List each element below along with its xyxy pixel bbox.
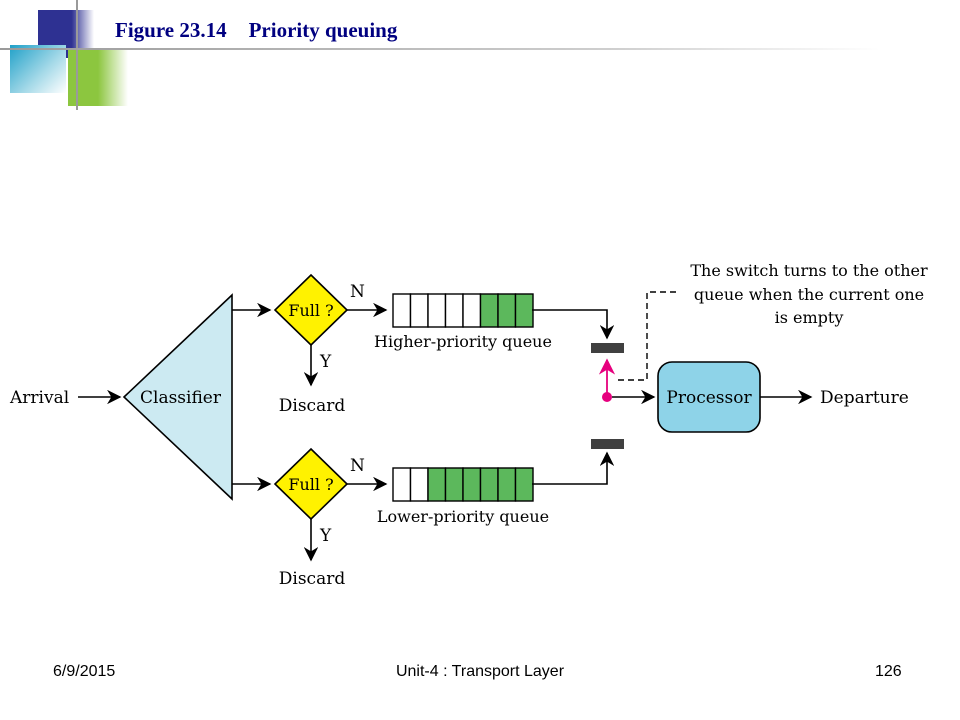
yes-high-label: Y — [319, 352, 332, 372]
note-line-2: queue when the current one — [694, 285, 924, 304]
queue-slot — [497, 467, 517, 502]
footer-title: Unit-4 : Transport Layer — [395, 663, 565, 680]
queue-slot — [514, 293, 534, 328]
lower-queue-label: Lower-priority queue — [377, 507, 549, 526]
discard-high-label: Discard — [279, 396, 346, 416]
departure-label: Departure — [820, 388, 909, 408]
no-low-label: N — [350, 456, 365, 476]
decor-vertical-line — [76, 0, 78, 110]
lower-priority-queue — [392, 467, 534, 502]
classifier-label: Classifier — [140, 388, 222, 408]
processor-label: Processor — [666, 388, 752, 408]
footer-page-number: 126 — [875, 663, 902, 680]
page-title: Figure 23.14 Priority queuing — [115, 18, 397, 43]
no-high-label: N — [350, 282, 365, 302]
note-line-3: is empty — [775, 308, 844, 327]
note-leader-line — [618, 291, 680, 381]
footer-date: 6/9/2015 — [53, 663, 116, 680]
queue-slot — [427, 293, 447, 328]
classifier-shape — [122, 293, 233, 501]
queue-slot — [462, 467, 482, 502]
queue-slot — [479, 293, 499, 328]
queue-slot — [392, 467, 412, 502]
low-switch-contact — [591, 439, 624, 449]
queue-slot — [392, 293, 412, 328]
queue-slot — [462, 293, 482, 328]
queue-slot — [479, 467, 499, 502]
queue-slot — [409, 293, 429, 328]
higher-queue-label: Higher-priority queue — [374, 332, 552, 351]
discard-low-label: Discard — [279, 569, 346, 589]
decor-teal-square — [10, 45, 66, 93]
full-check-high-label: Full ? — [288, 301, 333, 320]
figure-number: Figure 23.14 — [115, 18, 227, 42]
queue-slot — [427, 467, 447, 502]
low-queue-output-arrow — [532, 451, 615, 485]
arrival-label: Arrival — [9, 388, 69, 408]
queue-slot — [444, 467, 464, 502]
high-switch-contact — [591, 343, 624, 353]
queue-slot — [497, 293, 517, 328]
high-queue-output-arrow — [532, 309, 615, 340]
yes-low-label: Y — [319, 526, 332, 546]
queue-slot — [514, 467, 534, 502]
note-line-1: The switch turns to the other — [690, 261, 928, 280]
decor-horizontal-line — [0, 48, 880, 50]
figure-title: Priority queuing — [248, 18, 398, 42]
full-check-low-label: Full ? — [288, 475, 333, 494]
decor-green-square — [68, 50, 128, 106]
queue-slot — [444, 293, 464, 328]
queue-slot — [409, 467, 429, 502]
higher-priority-queue — [392, 293, 534, 328]
